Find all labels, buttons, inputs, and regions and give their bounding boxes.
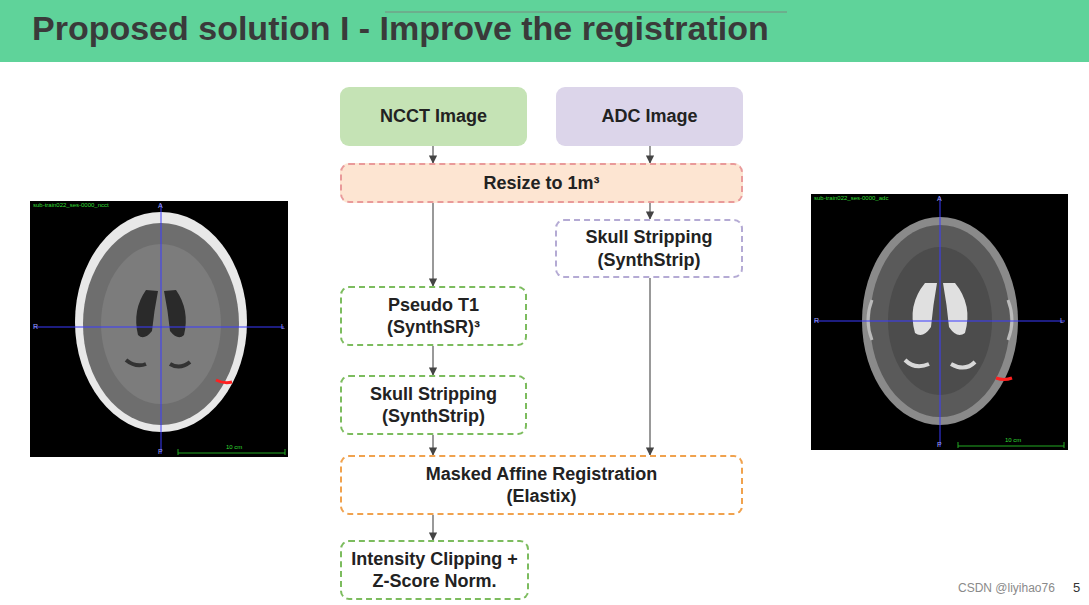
node-text: Intensity Clipping + Z-Score Norm. xyxy=(347,548,522,593)
process-box: Skull Stripping (SynthStrip) xyxy=(340,375,527,435)
node-text: Skull Stripping (SynthStrip) xyxy=(563,226,735,271)
orientation-letter: P xyxy=(158,448,163,455)
flow-arrow xyxy=(432,346,433,375)
orientation-letter: R xyxy=(33,323,38,330)
orientation-letter: A xyxy=(937,195,942,202)
input-box: NCCT Image xyxy=(340,87,527,146)
scale-label: 10 cm xyxy=(226,444,242,450)
file-name: sub-train022_ses-0000_ncct xyxy=(33,202,109,208)
orientation-letter: R xyxy=(814,317,819,324)
process-box: Intensity Clipping + Z-Score Norm. xyxy=(340,540,529,600)
flow-arrow xyxy=(649,203,650,219)
node-text: Pseudo T1 (SynthSR)³ xyxy=(359,294,509,339)
node-text: Masked Affine Registration (Elastix) xyxy=(397,463,687,508)
process-box: Skull Stripping (SynthStrip) xyxy=(555,219,743,278)
slide-number: 5 xyxy=(1073,580,1080,595)
scale-label: 10 cm xyxy=(1005,437,1021,443)
orientation-letter: P xyxy=(937,441,942,448)
flow-arrow xyxy=(432,146,433,163)
slide-title: Proposed solution I - Improve the regist… xyxy=(32,9,769,48)
node-text: Resize to 1m³ xyxy=(483,172,599,195)
ncct-image xyxy=(30,201,288,457)
flow-arrow xyxy=(649,278,650,455)
orientation-letter: L xyxy=(1060,317,1064,324)
process-band: Masked Affine Registration (Elastix) xyxy=(340,455,743,515)
process-band: Resize to 1m³ xyxy=(340,163,743,203)
node-text: NCCT Image xyxy=(380,105,487,128)
flow-arrow xyxy=(432,435,433,455)
process-box: Pseudo T1 (SynthSR)³ xyxy=(340,286,527,346)
orientation-letter: L xyxy=(281,323,285,330)
file-name: sub-train022_ses-0000_adc xyxy=(814,195,888,201)
flow-arrow xyxy=(432,515,433,540)
adc-image xyxy=(811,194,1068,450)
watermark: CSDN @liyihao76 xyxy=(958,581,1055,595)
flow-arrow xyxy=(432,203,433,286)
flow-arrow xyxy=(649,146,650,163)
orientation-letter: A xyxy=(158,202,163,209)
input-box: ADC Image xyxy=(556,87,743,146)
node-text: ADC Image xyxy=(601,105,697,128)
title-band xyxy=(0,0,1089,62)
node-text: Skull Stripping (SynthStrip) xyxy=(348,383,520,428)
